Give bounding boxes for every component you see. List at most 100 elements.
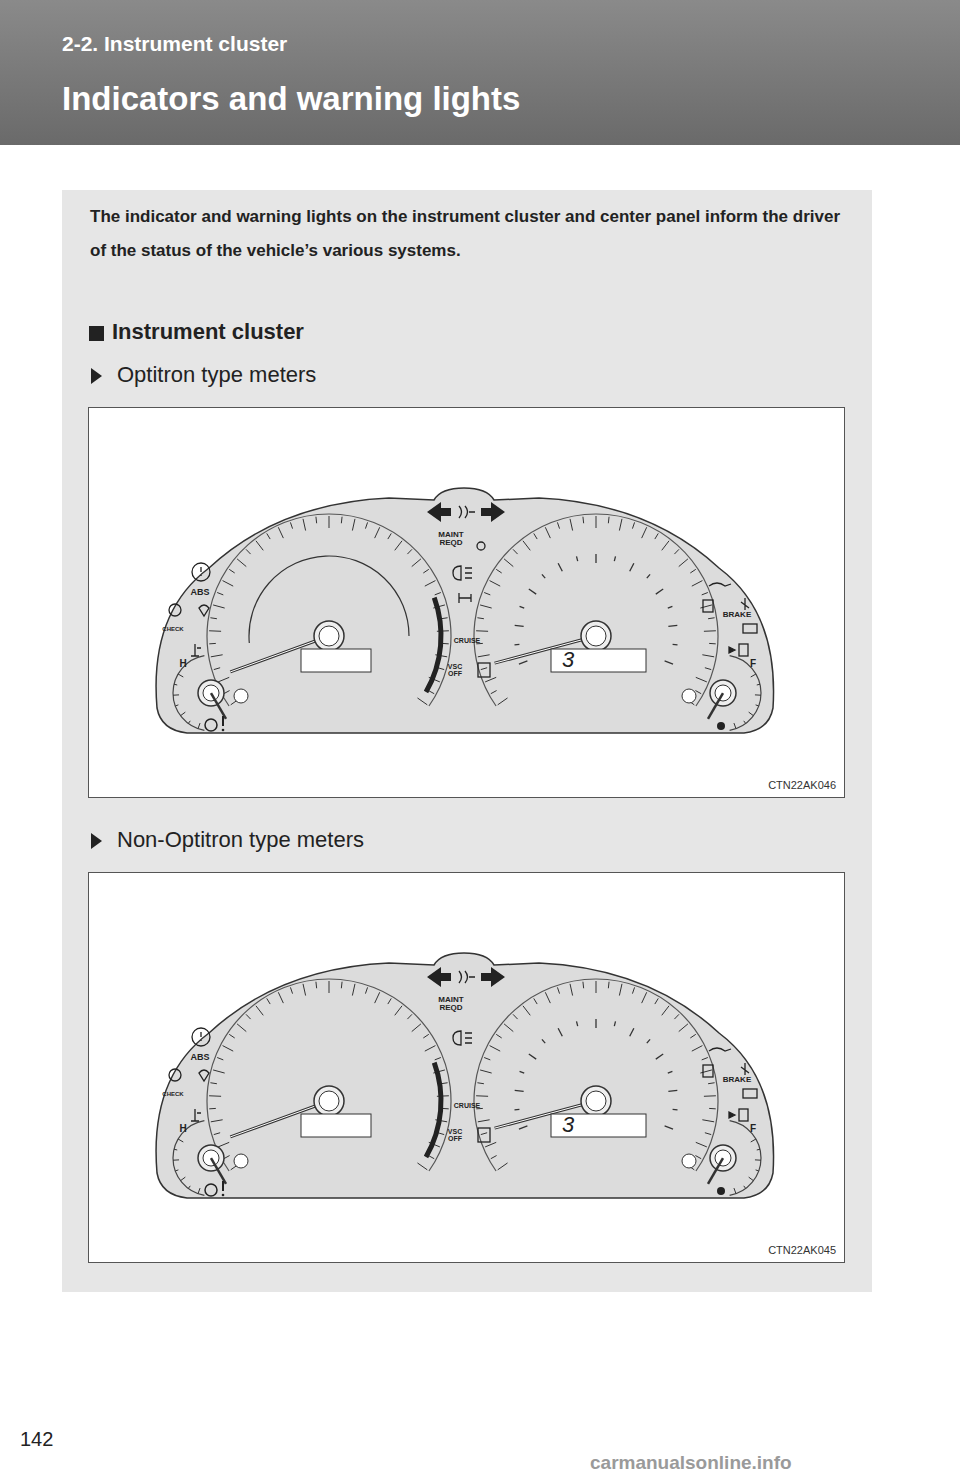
- illustration-stroke: [709, 643, 716, 644]
- illustration-stroke: [741, 598, 749, 610]
- illustration-stroke: [673, 644, 678, 646]
- illustration-stroke: [551, 649, 646, 672]
- illustration-stroke: [513, 1014, 518, 1019]
- illustration-stroke: [665, 1126, 673, 1129]
- illustration-stroke: [582, 982, 584, 989]
- illustration-stroke: [478, 655, 490, 657]
- illustration-stroke: [395, 541, 402, 551]
- illustration-stroke: [174, 1149, 177, 1151]
- illustration-stroke: [608, 982, 610, 989]
- illustration-stroke: [218, 677, 229, 682]
- illustration-stroke: [301, 1114, 371, 1137]
- illustration-stroke: [169, 604, 181, 616]
- illustration-stroke: [474, 979, 718, 1171]
- illustration-stroke: [690, 1034, 695, 1038]
- illustration-stroke: [665, 661, 673, 664]
- illustration-stroke: [668, 1090, 677, 1091]
- illustration-stroke: [209, 1108, 216, 1109]
- master-warning-symbol: [205, 716, 224, 731]
- illustration-stroke: [478, 1120, 490, 1122]
- page-number: 142: [20, 1428, 53, 1451]
- illustration-stroke: [188, 1186, 190, 1189]
- indicator-label: VSC OFF: [445, 663, 465, 677]
- page-title: Indicators and warning lights: [62, 80, 520, 118]
- illustration-stroke: [529, 589, 536, 594]
- illustration-stroke: [423, 1034, 428, 1038]
- illustration-stroke: [717, 1187, 725, 1195]
- illustration-stroke: [619, 984, 622, 996]
- illustration-stroke: [200, 1032, 201, 1041]
- tachometer: [474, 514, 718, 706]
- illustration-stroke: [217, 1058, 223, 1060]
- illustration-stroke: [210, 618, 217, 619]
- illustration-stroke: [542, 1039, 545, 1043]
- illustration-stroke: [474, 514, 718, 706]
- illustration-stroke: [751, 1139, 756, 1142]
- illustration-stroke: [214, 1133, 220, 1135]
- illustration-stroke: [395, 1006, 402, 1016]
- illustration-stroke: [246, 549, 251, 554]
- illustration-stroke: [703, 1065, 713, 1077]
- illustration-stroke: [237, 1024, 246, 1032]
- figure-frame: Non-Optitron type metersCTN22AK045MAINT …: [88, 872, 845, 1263]
- illustration-stroke: [577, 1021, 578, 1026]
- illustration-stroke: [303, 984, 306, 996]
- illustration-stroke: [234, 1154, 248, 1168]
- illustration-stroke: [476, 630, 488, 632]
- illustration-stroke: [352, 984, 355, 996]
- illustration-stroke: [744, 721, 746, 724]
- illustration-stroke: [756, 705, 759, 706]
- illustration-stroke: [175, 705, 178, 706]
- illustration-stroke: [741, 1063, 749, 1075]
- turn-signal-right: [481, 502, 505, 522]
- illustration-stroke: [314, 621, 344, 651]
- illustration-stroke: [756, 1170, 759, 1171]
- illustration-stroke: [256, 1006, 263, 1016]
- illustration-stroke: [267, 533, 270, 539]
- illustration-stroke: [478, 663, 490, 677]
- illustration-stroke: [480, 605, 492, 608]
- illustration-stroke: [496, 1034, 501, 1038]
- illustration-stroke: [504, 559, 513, 567]
- illustration-stroke: [237, 559, 246, 567]
- figure-code: CTN22AK046: [768, 779, 836, 791]
- triangle-bullet: [91, 368, 102, 384]
- illustration-stroke: [690, 569, 695, 573]
- indicator-label: BRAKE: [717, 611, 757, 619]
- illustration-stroke: [207, 514, 451, 706]
- header-fill: [0, 0, 960, 145]
- illustration-stroke: [319, 1091, 339, 1111]
- illustration-stroke: [490, 581, 501, 587]
- illustration-stroke: [630, 1028, 634, 1036]
- illustration-stroke: [229, 1034, 234, 1038]
- illustration-stroke: [668, 1071, 673, 1073]
- indicator-label: BRAKE: [717, 1076, 757, 1084]
- illustration-stroke: [481, 668, 487, 670]
- illustration-stroke: [365, 987, 367, 993]
- illustration-stroke: [703, 600, 713, 612]
- illustration-stroke: [519, 1126, 527, 1129]
- illustration-stroke: [423, 569, 428, 573]
- small-gauge: [708, 656, 761, 731]
- illustration-stroke: [210, 1083, 217, 1084]
- illustration-stroke: [156, 488, 773, 733]
- illustration-stroke: [696, 1142, 707, 1147]
- illustration-stroke: [642, 527, 647, 538]
- illustration-stroke: [498, 1163, 508, 1170]
- illustration-stroke: [757, 1149, 760, 1151]
- illustration-stroke: [181, 1177, 186, 1181]
- illustration-stroke: [515, 1090, 524, 1091]
- illustration-stroke: [459, 971, 475, 983]
- illustration-stroke: [459, 593, 471, 603]
- illustration-stroke: [557, 987, 559, 993]
- illustration-stroke: [755, 1159, 761, 1160]
- indicator-label: H: [176, 659, 190, 669]
- illustration-stroke: [453, 1031, 472, 1045]
- illustration-stroke: [582, 517, 584, 524]
- instrument-cluster-illustration: [89, 873, 844, 1262]
- indicator-label: H: [176, 1124, 190, 1134]
- illustration-stroke: [751, 674, 756, 677]
- illustration-stroke: [301, 649, 371, 672]
- illustration-stroke: [303, 519, 306, 531]
- illustration-stroke: [704, 1095, 716, 1097]
